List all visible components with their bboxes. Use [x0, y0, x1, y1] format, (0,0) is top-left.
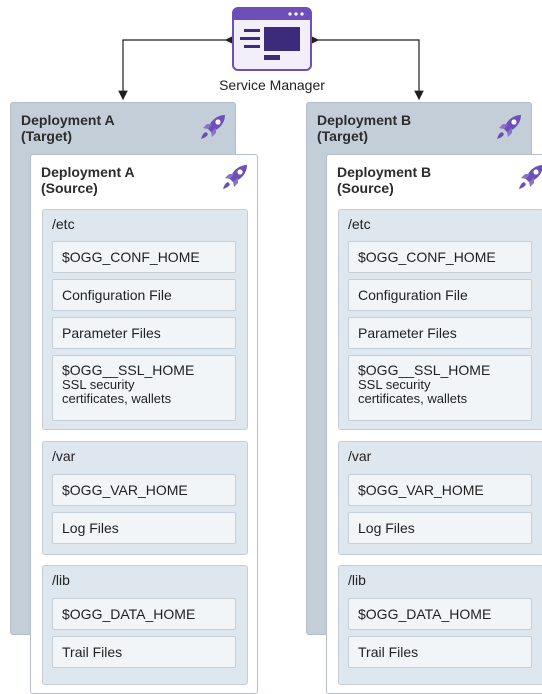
deployment-b-source: Deployment B (Source) /etc $OGG_CONF_HOM… — [326, 154, 542, 694]
ssl-home-item: $OGG__SSL_HOME SSL security certificates… — [52, 355, 236, 421]
deployment-b-source-title: Deployment B (Source) — [337, 164, 432, 196]
arrow-service-manager-to-deployment-a — [118, 35, 235, 101]
conf-home-item: $OGG_CONF_HOME — [348, 241, 532, 273]
configuration-file-item: Configuration File — [348, 279, 532, 311]
service-manager-label: Service Manager — [219, 77, 325, 93]
var-label: /var — [52, 448, 76, 464]
data-home-item: $OGG_DATA_HOME — [52, 598, 236, 630]
var-directory: /var $OGG_VAR_HOME Log Files — [42, 441, 248, 555]
rocket-icon — [497, 115, 521, 139]
lib-label: /lib — [348, 572, 366, 588]
parameter-files-item: Parameter Files — [52, 317, 236, 349]
deployment-b-target-title: Deployment B (Target) — [317, 112, 412, 144]
lib-directory: /lib $OGG_DATA_HOME Trail Files — [42, 565, 248, 685]
etc-label: /etc — [348, 216, 371, 232]
var-home-item: $OGG_VAR_HOME — [348, 474, 532, 506]
conf-home-item: $OGG_CONF_HOME — [52, 241, 236, 273]
configuration-file-item: Configuration File — [52, 279, 236, 311]
arrow-service-manager-to-deployment-b — [309, 35, 424, 101]
rocket-icon — [223, 165, 247, 189]
rocket-icon — [201, 115, 225, 139]
deployment-a-source-title: Deployment A (Source) — [41, 164, 135, 196]
var-label: /var — [348, 448, 372, 464]
trail-files-item: Trail Files — [348, 636, 532, 668]
lib-label: /lib — [52, 572, 70, 588]
lib-directory: /lib $OGG_DATA_HOME Trail Files — [338, 565, 542, 685]
etc-directory: /etc $OGG_CONF_HOME Configuration File P… — [338, 209, 542, 430]
var-home-item: $OGG_VAR_HOME — [52, 474, 236, 506]
rocket-icon — [519, 165, 542, 189]
service-manager-icon — [232, 7, 312, 71]
data-home-item: $OGG_DATA_HOME — [348, 598, 532, 630]
log-files-item: Log Files — [52, 512, 236, 544]
etc-directory: /etc $OGG_CONF_HOME Configuration File P… — [42, 209, 248, 430]
parameter-files-item: Parameter Files — [348, 317, 532, 349]
var-directory: /var $OGG_VAR_HOME Log Files — [338, 441, 542, 555]
etc-label: /etc — [52, 216, 75, 232]
trail-files-item: Trail Files — [52, 636, 236, 668]
log-files-item: Log Files — [348, 512, 532, 544]
deployment-a-target-title: Deployment A (Target) — [21, 112, 115, 144]
ssl-home-item: $OGG__SSL_HOME SSL security certificates… — [348, 355, 532, 421]
deployment-a-source: Deployment A (Source) /etc $OGG_CONF_HOM… — [30, 154, 258, 694]
